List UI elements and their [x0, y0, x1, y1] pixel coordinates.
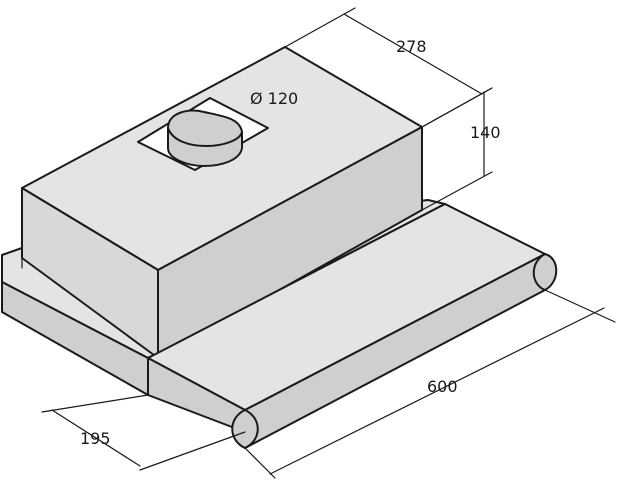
dimension-label-depth: 278 [396, 37, 427, 56]
dimension-lines [41, 7, 616, 479]
dimension-label-height: 140 [470, 123, 501, 142]
dimension-label-width: 600 [427, 377, 458, 396]
duct-outlet [137, 97, 269, 171]
dimension-label-duct-diameter: Ø 120 [250, 89, 298, 108]
motor-housing [21, 46, 423, 359]
dimension-label-hood-depth: 195 [80, 429, 111, 448]
